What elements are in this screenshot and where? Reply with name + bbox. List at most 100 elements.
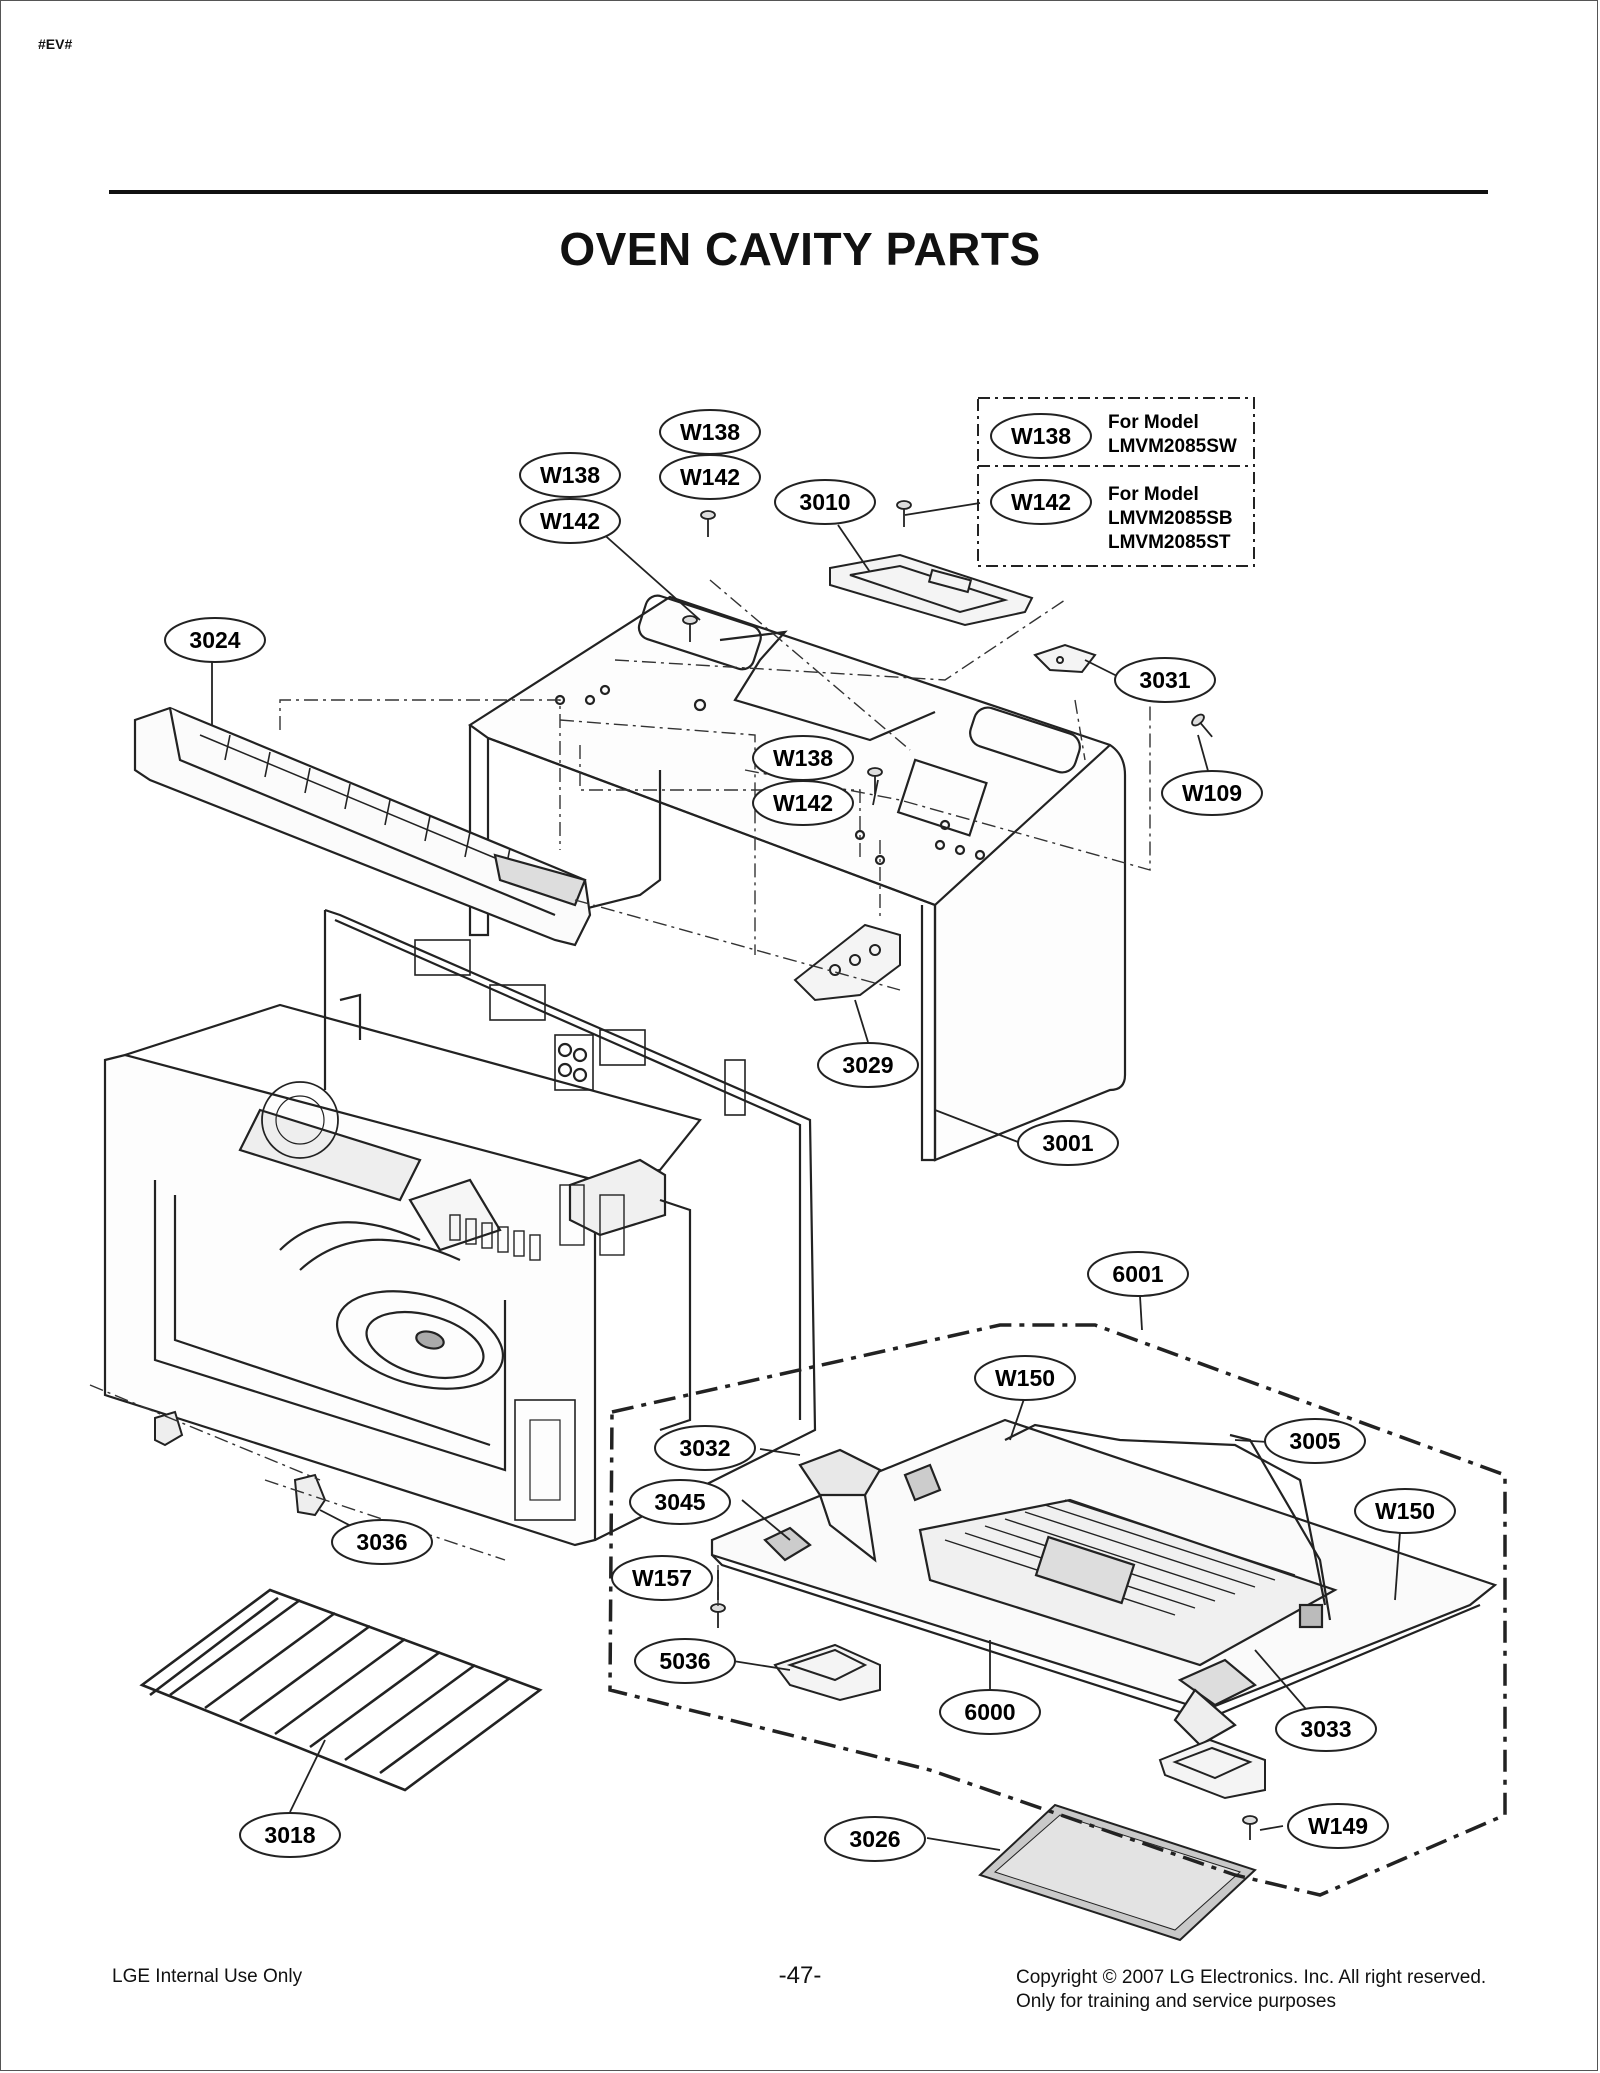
callout-label: 3033 xyxy=(1300,1716,1351,1742)
screw-icon xyxy=(896,500,912,527)
callout-ellipse xyxy=(1161,770,1263,816)
callout-ellipse xyxy=(611,1555,713,1601)
callout-ellipse xyxy=(752,780,854,826)
callout-3001: 3001 xyxy=(1017,1120,1119,1166)
callout-ellipse xyxy=(331,1519,433,1565)
callout-w138: W138 xyxy=(990,413,1092,459)
callout-ellipse xyxy=(1275,1706,1377,1752)
callout-ellipse xyxy=(654,1425,756,1471)
footer-page-number: -47- xyxy=(778,1962,822,1989)
stirrer-covers-drawing xyxy=(773,1643,1266,1800)
callout-label: W138 xyxy=(1011,423,1071,449)
model-legend-box: For Model LMVM2085SW For Model LMVM2085S… xyxy=(977,397,1255,567)
callout-w109: W109 xyxy=(1161,770,1263,816)
callout-w150: W150 xyxy=(974,1355,1076,1401)
callout-ellipse xyxy=(1114,657,1216,703)
callout-ellipse xyxy=(1017,1120,1119,1166)
callout-ellipse xyxy=(659,454,761,500)
legend-w142-line2: LMVM2085SB xyxy=(1108,508,1233,529)
callout-ellipse xyxy=(164,617,266,663)
callout-w150: W150 xyxy=(1354,1488,1456,1534)
callout-3026: 3026 xyxy=(824,1816,926,1862)
callout-3005: 3005 xyxy=(1264,1418,1366,1464)
callout-label: W138 xyxy=(773,745,833,771)
callout-label: W138 xyxy=(540,462,600,488)
oven-cavity-drawing xyxy=(103,908,817,1547)
callout-3010: 3010 xyxy=(774,479,876,525)
callout-label: 5036 xyxy=(659,1648,710,1674)
callout-w142: W142 xyxy=(990,479,1092,525)
callout-3045: 3045 xyxy=(629,1479,731,1525)
doc-tag: #EV# xyxy=(38,36,73,52)
bracket-3010-drawing xyxy=(829,553,1034,627)
callout-ellipse xyxy=(974,1355,1076,1401)
callout-5036: 5036 xyxy=(634,1638,736,1684)
callout-w138: W138 xyxy=(752,735,854,781)
callout-3032: 3032 xyxy=(654,1425,756,1471)
callout-ellipse xyxy=(939,1689,1041,1735)
callout-w149: W149 xyxy=(1287,1803,1389,1849)
callout-label: 3032 xyxy=(679,1435,730,1461)
callout-ellipse xyxy=(1087,1251,1189,1297)
screw-icon xyxy=(682,615,698,642)
footer-copyright-line2: Only for training and service purposes xyxy=(1016,1991,1336,2012)
callout-ellipse xyxy=(817,1042,919,1088)
callout-3018: 3018 xyxy=(239,1812,341,1858)
outer-cabinet-drawing xyxy=(468,594,1127,1162)
callout-w138: W138 xyxy=(519,452,621,498)
callout-ellipse xyxy=(629,1479,731,1525)
page-title: OVEN CAVITY PARTS xyxy=(559,223,1041,275)
screw-icon xyxy=(700,510,716,537)
callout-ellipse xyxy=(1287,1803,1389,1849)
callout-3029: 3029 xyxy=(817,1042,919,1088)
callout-label: W142 xyxy=(773,790,833,816)
footer-copyright-line1: Copyright © 2007 LG Electronics. Inc. Al… xyxy=(1016,1967,1487,1988)
callout-ellipse xyxy=(519,452,621,498)
callout-label: W142 xyxy=(540,508,600,534)
callout-label: 3001 xyxy=(1042,1130,1093,1156)
callout-ellipse xyxy=(774,479,876,525)
callout-label: 3024 xyxy=(189,627,240,653)
callout-label: W109 xyxy=(1182,780,1242,806)
callout-ellipse xyxy=(239,1812,341,1858)
callout-ellipse xyxy=(824,1816,926,1862)
callout-ellipse xyxy=(990,413,1092,459)
callout-label: 3005 xyxy=(1289,1428,1340,1454)
assembly-6001-outline xyxy=(608,1323,1507,1897)
callout-label: 3045 xyxy=(654,1489,705,1515)
callout-label: 3036 xyxy=(356,1529,407,1555)
callout-label: W138 xyxy=(680,419,740,445)
screws xyxy=(682,500,1258,1840)
callout-6001: 6001 xyxy=(1087,1251,1189,1297)
callout-6000: 6000 xyxy=(939,1689,1041,1735)
callout-label: W150 xyxy=(1375,1498,1435,1524)
callout-w142: W142 xyxy=(752,780,854,826)
legend-w138-line1: For Model xyxy=(1108,412,1199,433)
legend-w142-line1: For Model xyxy=(1108,484,1199,505)
callout-label: 6000 xyxy=(964,1699,1015,1725)
bracket-3031-drawing xyxy=(1033,643,1097,674)
callout-label: 3010 xyxy=(799,489,850,515)
callout-ellipse xyxy=(1354,1488,1456,1534)
oven-rack-3018-drawing xyxy=(139,1588,543,1792)
callout-label: W150 xyxy=(995,1365,1055,1391)
callout-w142: W142 xyxy=(659,454,761,500)
callout-3024: 3024 xyxy=(164,617,266,663)
title-rule xyxy=(109,190,1488,194)
callout-label: 6001 xyxy=(1112,1261,1163,1287)
callout-w157: W157 xyxy=(611,1555,713,1601)
footer-internal-use: LGE Internal Use Only xyxy=(112,1966,303,1987)
callout-label: W149 xyxy=(1308,1813,1368,1839)
footer-copyright: Copyright © 2007 LG Electronics. Inc. Al… xyxy=(1016,1966,1486,2014)
callout-ellipse xyxy=(519,498,621,544)
callout-ellipse xyxy=(990,479,1092,525)
callout-3031: 3031 xyxy=(1114,657,1216,703)
vent-grille-3024-drawing xyxy=(133,706,592,947)
callout-label: W142 xyxy=(1011,489,1071,515)
bracket-3029-drawing xyxy=(793,923,901,1002)
callout-ellipse xyxy=(634,1638,736,1684)
screw-icon xyxy=(1191,713,1213,738)
callout-3036: 3036 xyxy=(331,1519,433,1565)
